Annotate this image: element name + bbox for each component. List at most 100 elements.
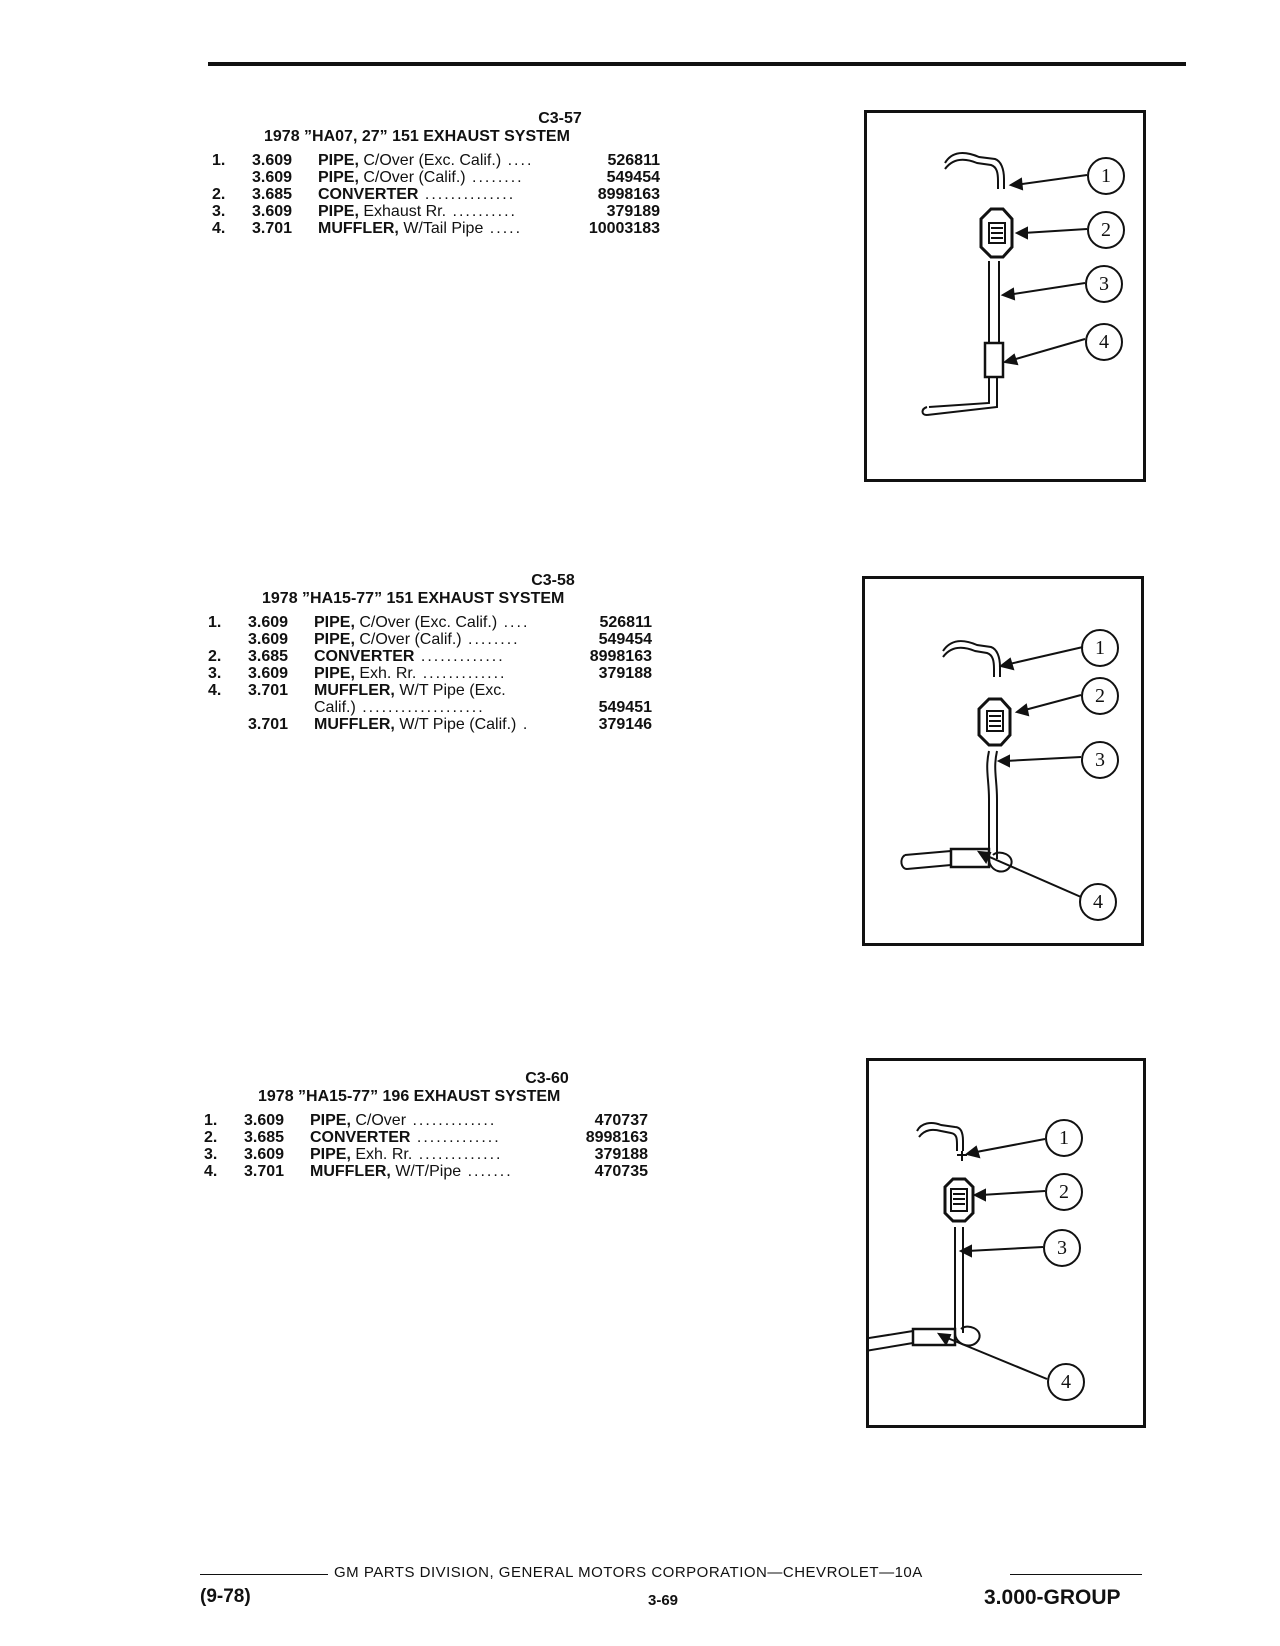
exhaust-diagram: 1 2 3 4 [864,110,1146,482]
part-name: MUFFLER, [314,682,395,699]
part-detail: Exh. Rr. [355,1146,413,1163]
item-number: 1. [212,152,226,169]
part-detail: Exh. Rr. [359,665,417,682]
item-number: 1. [208,614,222,631]
part-name: MUFFLER, [310,1163,391,1180]
item-number: 2. [208,648,222,665]
part-number: 549454 [606,169,660,186]
publisher-line: GM PARTS DIVISION, GENERAL MOTORS CORPOR… [334,1564,923,1581]
part-detail: W/Tail Pipe [403,220,484,237]
group-number: 3.609 [248,631,289,648]
part-number: 379188 [594,1146,648,1163]
exhaust-diagram: 1 2 3 4 [866,1058,1146,1428]
item-number [212,169,252,186]
callout-3: 3 [1085,265,1123,303]
group-number: 3.685 [252,186,293,203]
footer-rule-left [200,1574,328,1575]
item-number: 1. [204,1112,218,1129]
part-number: 379188 [598,665,652,682]
group-number: 3.701 [244,1163,285,1180]
part-detail: C/Over (Exc. Calif.) [363,152,502,169]
item-number: 4. [204,1163,218,1180]
group-number: 3.701 [248,682,289,699]
part-name: PIPE, [314,614,355,631]
part-number: 379189 [606,203,660,220]
part-number: 10003183 [588,220,660,237]
part-detail: W/T Pipe (Calif.) [399,716,517,733]
part-number: 8998163 [589,648,652,665]
callout-1: 1 [1081,629,1119,667]
group-number: 3.609 [248,665,289,682]
part-detail: Exhaust Rr. [363,203,447,220]
part-number: 470735 [594,1163,648,1180]
part-number: 526811 [599,614,652,631]
item-number: 3. [204,1146,218,1163]
group-number [248,699,314,716]
group-number: 3.609 [244,1112,285,1129]
catalog-section: C3-60 1978 ”HA15-77” 196 EXHAUST SYSTEM … [194,1070,674,1200]
item-number: 2. [204,1129,218,1146]
exhaust-system-illustration [869,1122,1048,1380]
part-name: CONVERTER [314,648,415,665]
group-number: 3.685 [244,1129,285,1146]
group-number: 3.609 [252,203,293,220]
part-name: PIPE, [314,631,355,648]
item-number [208,631,248,648]
group-number: 3.609 [248,614,289,631]
part-name: PIPE, [310,1146,351,1163]
callout-2: 2 [1045,1173,1083,1211]
part-name: MUFFLER, [318,220,399,237]
part-detail: C/Over [355,1112,407,1129]
group-number: 3.701 [252,220,293,237]
group-number: 3.701 [248,716,289,733]
callout-1: 1 [1045,1119,1083,1157]
part-name: PIPE, [318,203,359,220]
part-number [564,682,652,699]
part-detail: C/Over (Exc. Calif.) [359,614,498,631]
part-name: PIPE, [318,152,359,169]
group-label: 3.000-GROUP [984,1586,1121,1609]
section-code: C3-57 [538,110,582,127]
group-number: 3.609 [252,152,293,169]
top-rule [208,62,1186,66]
callout-3: 3 [1081,741,1119,779]
callout-2: 2 [1081,677,1119,715]
item-number: 3. [208,665,222,682]
exhaust-system-illustration [921,152,1088,416]
part-name: PIPE, [318,169,359,186]
callout-4: 4 [1085,323,1123,361]
item-number: 4. [212,220,226,237]
item-number [208,699,248,716]
section-title: 1978 ”HA07, 27” 151 EXHAUST SYSTEM [264,128,570,145]
part-number: 526811 [607,152,660,169]
part-row: Calif.) ...................549451 [208,699,658,716]
section-code: C3-60 [525,1070,569,1087]
part-number: 379146 [598,716,652,733]
part-number: 8998163 [597,186,660,203]
part-detail: Calif.) [314,699,356,716]
exhaust-diagram: 1 2 3 4 [862,576,1144,946]
item-number [208,716,248,733]
catalog-section: C3-57 1978 ”HA07, 27” 151 EXHAUST SYSTEM… [200,110,680,250]
group-number: 3.685 [248,648,289,665]
callout-4: 4 [1079,883,1117,921]
footer-rule-right [1010,1574,1142,1575]
item-number: 2. [212,186,226,203]
